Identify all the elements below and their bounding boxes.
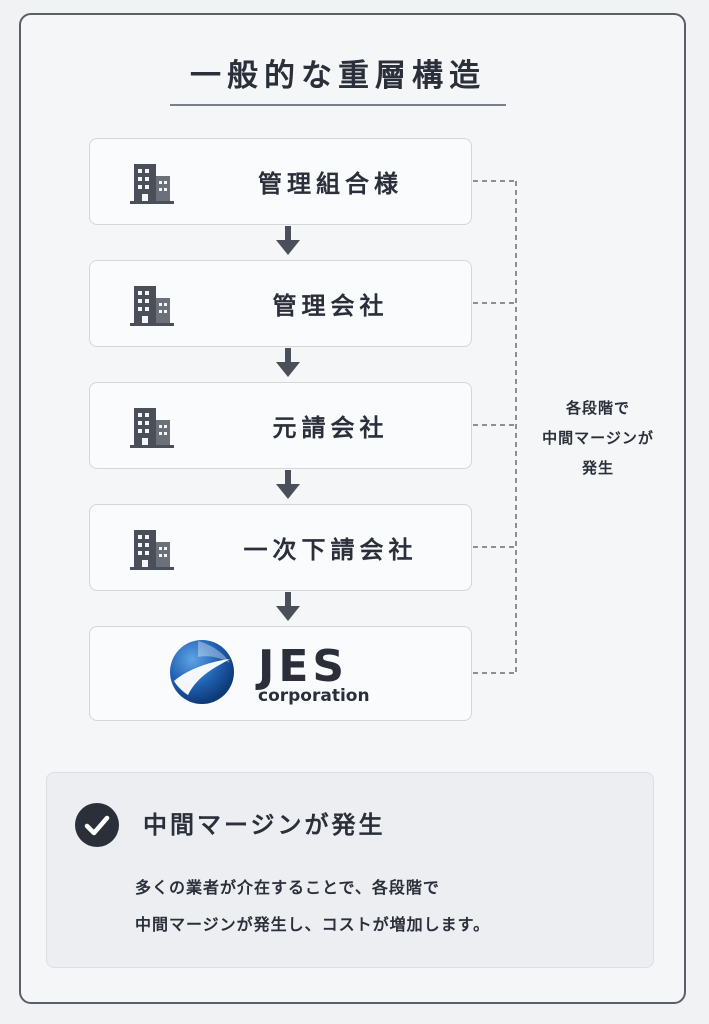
down-arrow-icon	[276, 348, 300, 377]
note-body: 多くの業者が介在することで、各段階で 中間マージンが発生し、コストが増加します。	[135, 869, 490, 943]
jes-wordmark: JES	[255, 641, 348, 692]
box-jes-corporation: JES corporation	[89, 626, 472, 721]
box-management-company: 管理会社	[89, 260, 472, 347]
box-management-association: 管理組合様	[89, 138, 472, 225]
note-line: 中間マージンが発生し、コストが増加します。	[135, 915, 491, 934]
note-box: 中間マージンが発生 多くの業者が介在することで、各段階で 中間マージンが発生し、…	[46, 772, 654, 968]
side-note-line: 発生	[581, 459, 614, 477]
jes-subtext: corporation	[258, 686, 370, 705]
box-prime-contractor: 元請会社	[89, 382, 472, 469]
down-arrow-icon	[276, 226, 300, 255]
building-icon	[130, 286, 174, 326]
down-arrow-icon	[276, 592, 300, 621]
title-underline	[170, 104, 506, 106]
jes-logo: JES corporation	[170, 640, 370, 705]
down-arrow-icon	[276, 470, 300, 499]
side-note: 各段階で 中間マージンが 発生	[527, 393, 669, 483]
building-icon	[130, 530, 174, 570]
building-icon	[130, 164, 174, 204]
box-label: 管理組合様	[258, 170, 403, 198]
side-note-line: 各段階で	[565, 399, 630, 417]
side-note-line: 中間マージンが	[542, 429, 654, 447]
box-label: 管理会社	[272, 292, 389, 320]
box-label: 元請会社	[272, 414, 389, 442]
building-icon	[130, 408, 174, 448]
box-first-subcontractor: 一次下請会社	[89, 504, 472, 591]
note-title: 中間マージンが発生	[143, 811, 386, 839]
page-title: 一般的な重層構造	[190, 58, 486, 94]
box-label: 一次下請会社	[243, 536, 418, 564]
note-line: 多くの業者が介在することで、各段階で	[135, 878, 440, 897]
check-circle-icon	[75, 803, 119, 847]
